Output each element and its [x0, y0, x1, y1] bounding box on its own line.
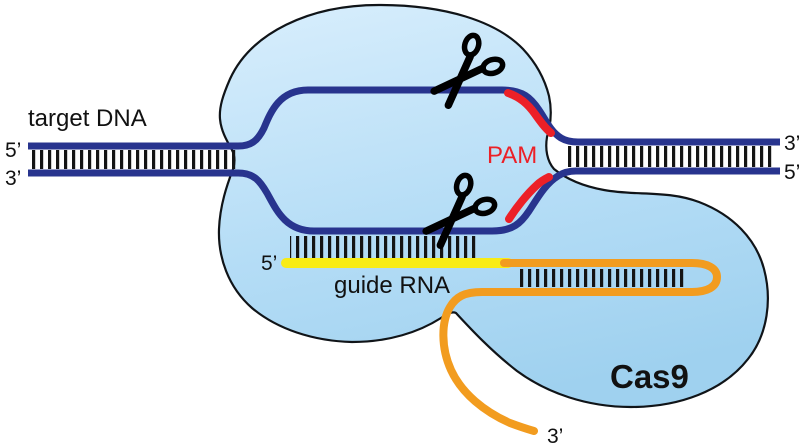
pam-segment-lower [505, 173, 553, 223]
dna-right-5prime-label: 5’ [784, 161, 800, 184]
rna-scaffold-strand [439, 259, 722, 435]
guide-rna-5prime-label: 5’ [261, 252, 277, 275]
pam-label: PAM [487, 142, 537, 169]
dna-right-3prime-label: 3’ [784, 132, 800, 155]
base-pairs-left-dna [30, 150, 236, 169]
base-pairs-guide-rna [290, 236, 478, 258]
dna-left-5prime-label: 5’ [5, 139, 21, 162]
rna-3prime-label: 3’ [547, 425, 563, 448]
pam-segment-upper [504, 89, 555, 137]
base-pairs-rna-hairpin [518, 269, 686, 287]
dna-upper-strand [28, 86, 780, 150]
base-pairs-right-dna [566, 146, 772, 167]
cas9-label: Cas9 [610, 358, 689, 395]
target-dna-label: target DNA [28, 105, 147, 132]
dna-left-3prime-label: 3’ [5, 167, 21, 190]
guide-rna-label: guide RNA [334, 272, 450, 299]
dna-lower-strand [28, 167, 780, 235]
